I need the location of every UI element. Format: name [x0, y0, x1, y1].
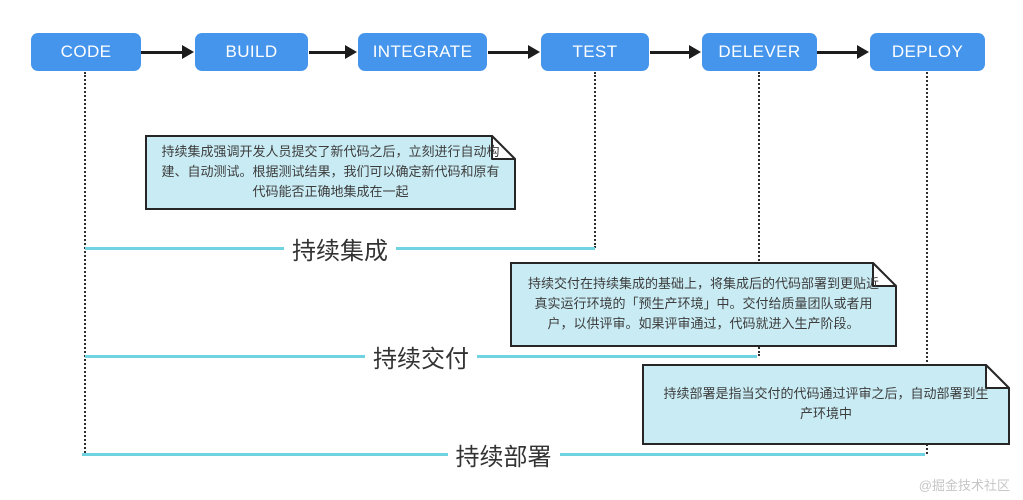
note-shape [145, 135, 516, 210]
note-continuous-integration: 持续集成强调开发人员提交了新代码之后，立刻进行自动构建、自动测试。根据测试结果，… [145, 135, 516, 210]
code-dropline [84, 72, 86, 453]
stage-test: TEST [541, 33, 649, 71]
note-text-continuous-deployment: 持续部署是指当交付的代码通过评审之后，自动部署到生产环境中 [663, 385, 989, 421]
arrowhead-icon [345, 45, 357, 59]
stage-code: CODE [31, 33, 141, 71]
arrow-delever-to-deploy [817, 45, 869, 59]
stage-integrate: INTEGRATE [358, 33, 487, 71]
lane-continuous-integration: 持续集成 [85, 231, 595, 265]
arrow-shaft [488, 50, 531, 54]
arrowhead-icon [182, 45, 194, 59]
deploy-dropline [926, 72, 928, 454]
lane-line-left [85, 354, 365, 358]
arrow-integrate-to-test [488, 45, 540, 59]
lane-line-right [477, 354, 757, 358]
juejin-watermark: @掘金技术社区 [918, 478, 1010, 493]
lane-continuous-deployment: 持续部署 [82, 437, 925, 471]
lane-line-right [559, 452, 925, 456]
folded-corner-icon [872, 262, 897, 287]
folded-corner-icon [491, 135, 516, 160]
arrowhead-icon [689, 45, 701, 59]
arrow-build-to-integrate [309, 45, 357, 59]
arrowhead-icon [857, 45, 869, 59]
note-text-continuous-delivery: 持续交付在持续集成的基础上，将集成后的代码部署到更贴近真实运行环境的「预生产环境… [527, 275, 879, 331]
delever-dropline [758, 72, 760, 356]
arrow-test-to-delever [650, 45, 701, 59]
stage-delever: DELEVER [702, 33, 817, 71]
arrow-shaft [817, 50, 860, 54]
arrow-shaft [141, 50, 185, 54]
note-shape [510, 262, 897, 347]
lane-continuous-delivery: 持续交付 [85, 339, 757, 373]
note-text-continuous-integration: 持续集成强调开发人员提交了新代码之后，立刻进行自动构建、自动测试。根据测试结果，… [161, 143, 500, 199]
note-continuous-deployment: 持续部署是指当交付的代码通过评审之后，自动部署到生产环境中 [642, 364, 1010, 445]
arrow-shaft [309, 50, 348, 54]
lane-label-continuous-integration: 持续集成 [292, 237, 388, 265]
note-shape [642, 364, 1010, 445]
lane-label-continuous-deployment: 持续部署 [455, 443, 552, 471]
stage-deploy: DEPLOY [870, 33, 985, 71]
lane-line-left [85, 246, 284, 250]
lane-line-right [396, 246, 595, 250]
folded-corner-icon [985, 364, 1010, 389]
lane-label-continuous-delivery: 持续交付 [373, 345, 469, 373]
stage-build: BUILD [195, 33, 308, 71]
test-dropline [594, 72, 596, 248]
arrow-shaft [650, 50, 692, 54]
arrowhead-icon [528, 45, 540, 59]
lane-line-left [82, 452, 448, 456]
arrow-code-to-build [141, 45, 194, 59]
note-continuous-delivery: 持续交付在持续集成的基础上，将集成后的代码部署到更贴近真实运行环境的「预生产环境… [510, 262, 897, 347]
